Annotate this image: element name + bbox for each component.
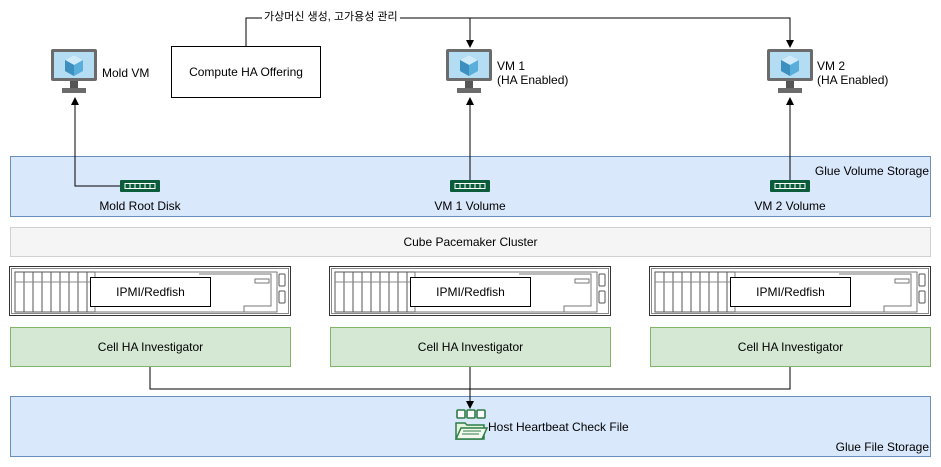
vm2-label: VM 2 bbox=[817, 59, 846, 73]
compute-ha-offering-box: Compute HA Offering bbox=[171, 46, 321, 98]
mold-root-disk-label: Mold Root Disk bbox=[99, 199, 181, 213]
vm2-volume-label: VM 2 Volume bbox=[754, 199, 826, 213]
cluster-label: Cube Pacemaker Cluster bbox=[403, 235, 538, 249]
host-2-investigator-label: Cell HA Investigator bbox=[417, 340, 524, 354]
mold-vm-icon bbox=[51, 49, 97, 93]
vm1-label: VM 1 bbox=[497, 59, 526, 73]
host-3-investigator-label: Cell HA Investigator bbox=[737, 340, 844, 354]
heartbeat-folder-icon bbox=[454, 409, 488, 440]
glue-volume-storage-title: Glue Volume Storage bbox=[814, 164, 929, 178]
vm1-volume-icon bbox=[450, 180, 490, 192]
vm2-volume-icon bbox=[770, 180, 810, 192]
host-3-ipmi-box: IPMI/Redfish bbox=[730, 277, 851, 307]
host-2-investigator: Cell HA Investigator bbox=[330, 327, 611, 367]
host-2-ipmi-label: IPMI/Redfish bbox=[436, 285, 505, 299]
mold-vm-label: Mold VM bbox=[102, 66, 150, 80]
vm2-icon bbox=[767, 49, 813, 93]
glue-file-storage-title: Glue File Storage bbox=[835, 440, 929, 454]
cube-pacemaker-cluster: Cube Pacemaker Cluster bbox=[10, 227, 931, 257]
top-label: 가상머신 생성, 고가용성 관리 bbox=[262, 10, 400, 24]
host-3-investigator: Cell HA Investigator bbox=[650, 327, 931, 367]
vm1-sublabel: (HA Enabled) bbox=[497, 73, 569, 87]
host-1-investigator: Cell HA Investigator bbox=[10, 327, 291, 367]
vm1-volume-label: VM 1 Volume bbox=[434, 199, 506, 213]
compute-ha-offering-label: Compute HA Offering bbox=[189, 65, 303, 79]
host-1-ipmi-box: IPMI/Redfish bbox=[90, 277, 211, 307]
investigator-merge-line bbox=[149, 366, 791, 390]
host-3-ipmi-label: IPMI/Redfish bbox=[756, 285, 825, 299]
vm1-icon bbox=[446, 49, 492, 93]
mold-root-disk-icon bbox=[120, 180, 160, 192]
host-1-investigator-label: Cell HA Investigator bbox=[97, 340, 204, 354]
host-1-ipmi-label: IPMI/Redfish bbox=[116, 285, 185, 299]
host-2-ipmi-box: IPMI/Redfish bbox=[410, 277, 531, 307]
heartbeat-label: Host Heartbeat Check File bbox=[488, 420, 629, 434]
vm2-sublabel: (HA Enabled) bbox=[817, 73, 889, 87]
